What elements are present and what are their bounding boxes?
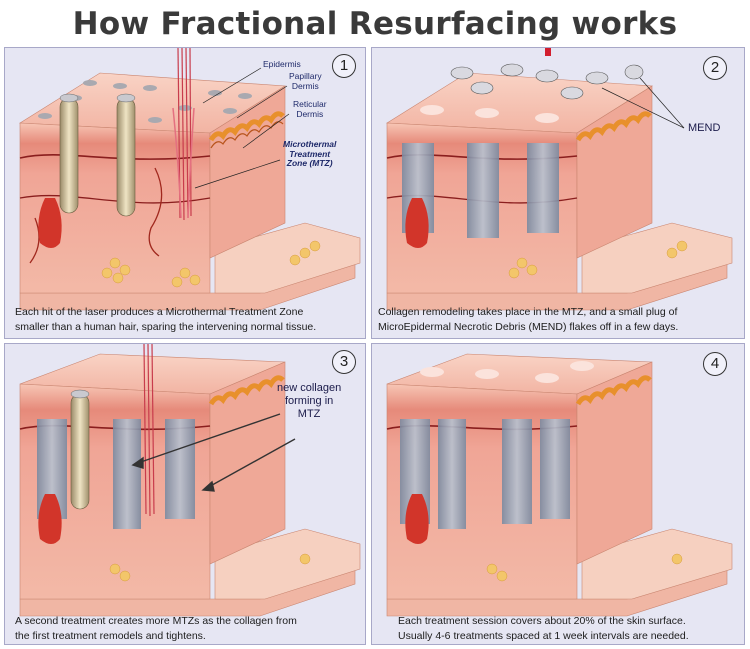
step-number: 4	[703, 352, 727, 376]
panel-4-illustration	[386, 353, 733, 617]
step-number: 1	[332, 54, 356, 78]
step-number: 3	[332, 350, 356, 374]
caption-line-2: MicroEpidermal Necrotic Debris (MEND) fl…	[378, 321, 679, 333]
panel-2-illustration	[386, 48, 733, 311]
panel-3-illustration	[19, 344, 361, 617]
caption-line-1: Each hit of the laser produces a Microth…	[15, 306, 304, 318]
caption-line-1: Each treatment session covers about 20% …	[398, 615, 686, 627]
panel-3: 3 new collagen forming in MTZ A second t…	[4, 343, 366, 645]
step-number: 2	[703, 56, 727, 80]
caption-line-2: smaller than a human hair, sparing the i…	[15, 321, 317, 333]
epidermis-label: Epidermis	[263, 59, 301, 69]
caption-line-1: A second treatment creates more MTZs as …	[15, 615, 297, 627]
caption-line-2: Usually 4-6 treatments spaced at 1 week …	[398, 630, 689, 642]
page-title: How Fractional Resurfacing works	[72, 6, 678, 42]
reticular-dermis-label: Reticular Dermis	[293, 99, 327, 119]
panel-1: 1 Epidermis Papillary Dermis Reticular D…	[4, 47, 366, 339]
mend-label: MEND	[688, 122, 721, 134]
papillary-dermis-label: Papillary Dermis	[289, 71, 322, 91]
mtz-label: Microthermal Treatment Zone (MTZ)	[283, 139, 337, 168]
caption-line-2: the first treatment remodels and tighten…	[15, 630, 206, 642]
panel-1-illustration	[19, 48, 361, 311]
panel-2: 2 MEND Collagen remodeling takes place i…	[371, 47, 745, 339]
caption-line-1: Collagen remodeling takes place in the M…	[378, 306, 678, 318]
panel-4: 4 Each treatment session covers about 20…	[371, 343, 745, 645]
new-collagen-label: new collagen forming in MTZ	[277, 382, 342, 420]
